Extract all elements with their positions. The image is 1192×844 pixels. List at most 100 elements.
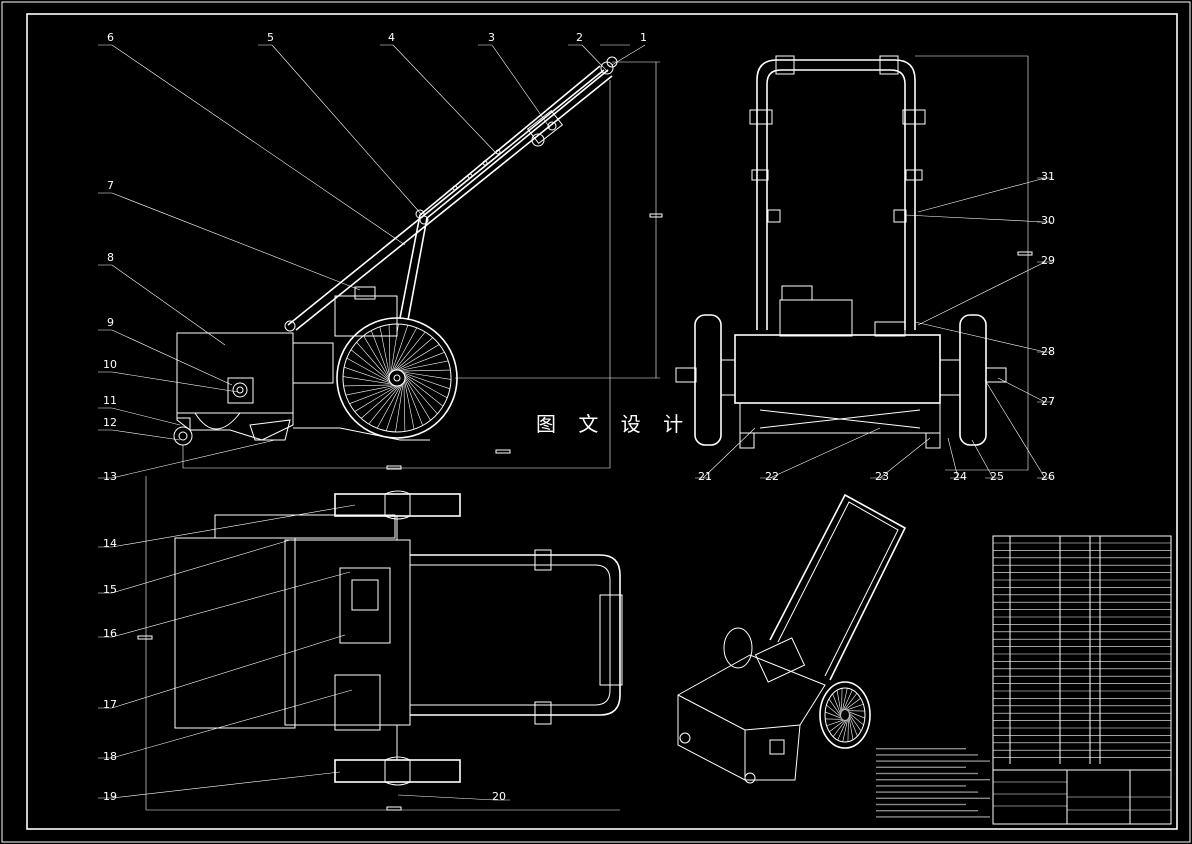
wheel-spoke <box>402 371 452 380</box>
technical-notes <box>876 748 990 818</box>
wheel-spoke <box>392 327 418 372</box>
label-4: 4 <box>388 31 395 44</box>
iso-wheel-rear <box>723 627 753 669</box>
wheel-spoke <box>841 688 843 713</box>
wheel-spoke <box>346 357 391 383</box>
dimension-length <box>182 80 611 469</box>
wheel-spoke <box>404 380 415 430</box>
wheel-spoke <box>395 383 404 433</box>
tech-note-line <box>876 797 990 799</box>
wheel-spoke <box>376 384 402 429</box>
wheel-spoke <box>396 344 440 371</box>
wheel-top-lower <box>334 759 461 783</box>
label-25: 25 <box>990 470 1004 483</box>
tech-note-line <box>876 785 966 787</box>
wheel-spoke <box>847 711 865 719</box>
wheel-spoke <box>343 384 394 387</box>
wheel-spoke <box>349 385 396 404</box>
iso-motor <box>754 637 806 683</box>
battery-top <box>334 674 381 731</box>
label-12: 12 <box>103 416 117 429</box>
label-30: 30 <box>1041 214 1055 227</box>
label-19: 19 <box>103 790 117 803</box>
motor-front <box>779 299 853 337</box>
label-22: 22 <box>765 470 779 483</box>
iso-wheel-front <box>819 681 871 749</box>
wheel-spoke <box>843 693 858 711</box>
caster-wheel <box>173 426 193 446</box>
tech-note-line <box>876 816 990 818</box>
iso-body <box>677 654 826 781</box>
wheel-spoke <box>829 719 846 733</box>
wheel-spoke <box>363 335 390 379</box>
side-view <box>173 56 663 469</box>
motor-block <box>334 295 398 337</box>
wheel-spoke <box>343 366 391 384</box>
title-block <box>992 535 1172 825</box>
wheel-spoke <box>403 372 451 390</box>
dimension-front <box>915 55 1029 471</box>
label-8: 8 <box>107 251 114 264</box>
wheel-spoke <box>395 337 434 371</box>
wheel-spoke <box>388 324 391 375</box>
frame-top <box>284 539 411 726</box>
tech-note-line <box>876 760 990 762</box>
wheel-spoke <box>371 330 390 377</box>
handle-rod-upper <box>399 65 601 319</box>
label-21: 21 <box>698 470 712 483</box>
label-27: 27 <box>1041 395 1055 408</box>
wheel-spoke <box>826 719 845 727</box>
tech-note-line <box>876 772 978 775</box>
label-29: 29 <box>1041 254 1055 267</box>
wheel-spoke <box>842 718 849 742</box>
wheel-spoke <box>832 693 842 716</box>
tech-note-line <box>876 766 966 768</box>
wheel-spoke <box>848 714 858 737</box>
tech-note-line <box>876 810 978 812</box>
label-24: 24 <box>953 470 967 483</box>
label-20: 20 <box>492 790 506 803</box>
wheel-spoke <box>394 331 426 371</box>
wheel-spoke <box>390 323 399 373</box>
label-9: 9 <box>107 316 114 329</box>
label-26: 26 <box>1041 470 1055 483</box>
dimension-top <box>145 476 620 811</box>
label-28: 28 <box>1041 345 1055 358</box>
wheel-spoke <box>398 352 445 371</box>
tech-note-line <box>876 754 978 756</box>
bearing-flange <box>227 377 254 404</box>
wheel-spoke <box>385 384 403 432</box>
handle-top <box>410 554 621 716</box>
label-18: 18 <box>103 750 117 763</box>
wheel-spoke <box>356 341 390 380</box>
wheel-spoke <box>404 379 423 426</box>
leader-lines <box>98 44 1052 801</box>
tech-note-line <box>876 791 978 793</box>
wheel-spoke <box>832 719 847 737</box>
label-2: 2 <box>576 31 583 44</box>
wheel-spoke <box>842 689 853 711</box>
wheel-spoke <box>844 697 861 711</box>
front-view <box>675 55 1033 471</box>
inner-frame <box>26 13 1178 830</box>
iso-handle <box>769 493 907 681</box>
body-front <box>734 334 941 404</box>
wheel-spoke <box>360 385 399 419</box>
label-1: 1 <box>640 31 647 44</box>
tech-note-line <box>876 748 966 750</box>
label-3: 3 <box>488 31 495 44</box>
wheel-spoke <box>345 385 395 396</box>
wheel-spoke <box>847 717 849 742</box>
wheel-spoke <box>848 716 854 740</box>
wheel-spoke <box>404 377 431 421</box>
label-31: 31 <box>1041 170 1055 183</box>
label-10: 10 <box>103 358 117 371</box>
label-23: 23 <box>875 470 889 483</box>
wheel-spoke <box>845 703 864 711</box>
label-11: 11 <box>103 394 117 407</box>
wheel-spoke <box>837 719 848 741</box>
wheel-spoke <box>403 373 448 399</box>
wheel-spoke <box>399 360 449 371</box>
grass-box-top <box>174 537 296 729</box>
